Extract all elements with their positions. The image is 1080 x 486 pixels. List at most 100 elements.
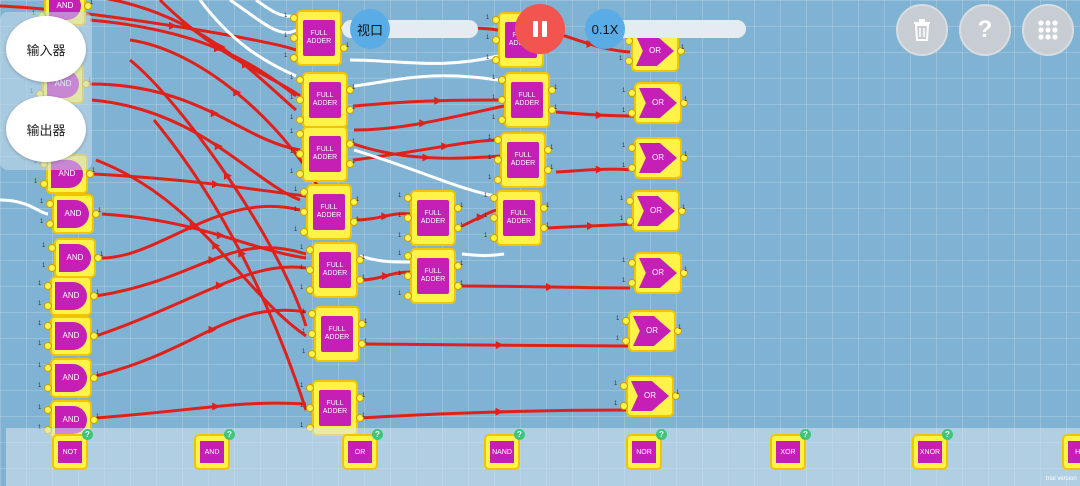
palette-help-icon[interactable]: ?	[942, 429, 953, 440]
gate-pin[interactable]	[628, 279, 636, 287]
gate-pin[interactable]	[308, 350, 316, 358]
gate-pin[interactable]	[404, 194, 412, 202]
gate-pin[interactable]	[300, 228, 308, 236]
gate-pin[interactable]	[40, 180, 48, 188]
gate-pin[interactable]	[620, 402, 628, 410]
gate-pin[interactable]	[94, 254, 102, 262]
gate-pin[interactable]	[498, 96, 506, 104]
gate-pin[interactable]	[620, 382, 628, 390]
gate-pin[interactable]	[346, 160, 354, 168]
gate-pin[interactable]	[490, 194, 498, 202]
gate-pin[interactable]	[90, 332, 98, 340]
gate-pin[interactable]	[625, 37, 633, 45]
gate-pin[interactable]	[290, 34, 298, 42]
gate-pin[interactable]	[404, 214, 412, 222]
pause-button[interactable]	[515, 4, 565, 54]
gate-pin[interactable]	[622, 337, 630, 345]
gate-pin[interactable]	[90, 416, 98, 424]
gate-pin[interactable]	[492, 16, 500, 24]
gate-pin[interactable]	[306, 404, 314, 412]
gate-pin[interactable]	[404, 252, 412, 260]
menu-button[interactable]	[1022, 4, 1074, 56]
palette-help-icon[interactable]: ?	[800, 429, 811, 440]
palette-gate-7[interactable]: XNOR	[908, 434, 952, 470]
gate-pin[interactable]	[308, 330, 316, 338]
gate-pin[interactable]	[454, 204, 462, 212]
gate-pin[interactable]	[44, 282, 52, 290]
palette-gate-1[interactable]: NOT	[48, 434, 92, 470]
gate-pin[interactable]	[306, 266, 314, 274]
gate-pin[interactable]	[346, 106, 354, 114]
gate-pin[interactable]	[86, 170, 94, 178]
gate-pin[interactable]	[356, 394, 364, 402]
gate-pin[interactable]	[296, 150, 304, 158]
gate-pin[interactable]	[306, 246, 314, 254]
gate-pin[interactable]	[90, 292, 98, 300]
gate-pin[interactable]	[46, 220, 54, 228]
gate-pin[interactable]	[494, 156, 502, 164]
gate-pin[interactable]	[296, 76, 304, 84]
output-tool-button[interactable]: 输出器	[6, 96, 86, 162]
palette-help-icon[interactable]: ?	[656, 429, 667, 440]
gate-pin[interactable]	[492, 56, 500, 64]
palette-gate-5[interactable]: NOR	[622, 434, 666, 470]
palette-gate-8[interactable]: HA	[1058, 434, 1080, 470]
gate-pin[interactable]	[44, 406, 52, 414]
gate-pin[interactable]	[454, 224, 462, 232]
gate-pin[interactable]	[358, 340, 366, 348]
gate-pin[interactable]	[404, 272, 412, 280]
gate-pin[interactable]	[498, 76, 506, 84]
delete-button[interactable]	[896, 4, 948, 56]
gate-pin[interactable]	[626, 217, 634, 225]
speed-slider[interactable]	[588, 20, 746, 38]
gate-pin[interactable]	[308, 310, 316, 318]
gate-pin[interactable]	[628, 259, 636, 267]
gate-pin[interactable]	[680, 99, 688, 107]
gate-pin[interactable]	[44, 322, 52, 330]
gate-pin[interactable]	[356, 414, 364, 422]
gate-pin[interactable]	[680, 269, 688, 277]
gate-pin[interactable]	[306, 286, 314, 294]
palette-help-icon[interactable]: ?	[372, 429, 383, 440]
gate-pin[interactable]	[92, 210, 100, 218]
gate-pin[interactable]	[674, 327, 682, 335]
gate-pin[interactable]	[548, 86, 556, 94]
gate-pin[interactable]	[44, 384, 52, 392]
gate-pin[interactable]	[350, 198, 358, 206]
gate-pin[interactable]	[454, 262, 462, 270]
gate-pin[interactable]	[622, 317, 630, 325]
gate-pin[interactable]	[492, 36, 500, 44]
palette-help-icon[interactable]: ?	[82, 429, 93, 440]
gate-pin[interactable]	[48, 244, 56, 252]
gate-pin[interactable]	[498, 116, 506, 124]
palette-gate-4[interactable]: NAND	[480, 434, 524, 470]
gate-pin[interactable]	[306, 384, 314, 392]
palette-help-icon[interactable]: ?	[224, 429, 235, 440]
gate-pin[interactable]	[678, 207, 686, 215]
gate-pin[interactable]	[490, 234, 498, 242]
palette-gate-6[interactable]: XOR	[766, 434, 810, 470]
input-tool-button[interactable]: 输入器	[6, 16, 86, 82]
gate-pin[interactable]	[44, 302, 52, 310]
gate-pin[interactable]	[296, 170, 304, 178]
gate-pin[interactable]	[296, 96, 304, 104]
gate-pin[interactable]	[540, 224, 548, 232]
gate-pin[interactable]	[494, 176, 502, 184]
